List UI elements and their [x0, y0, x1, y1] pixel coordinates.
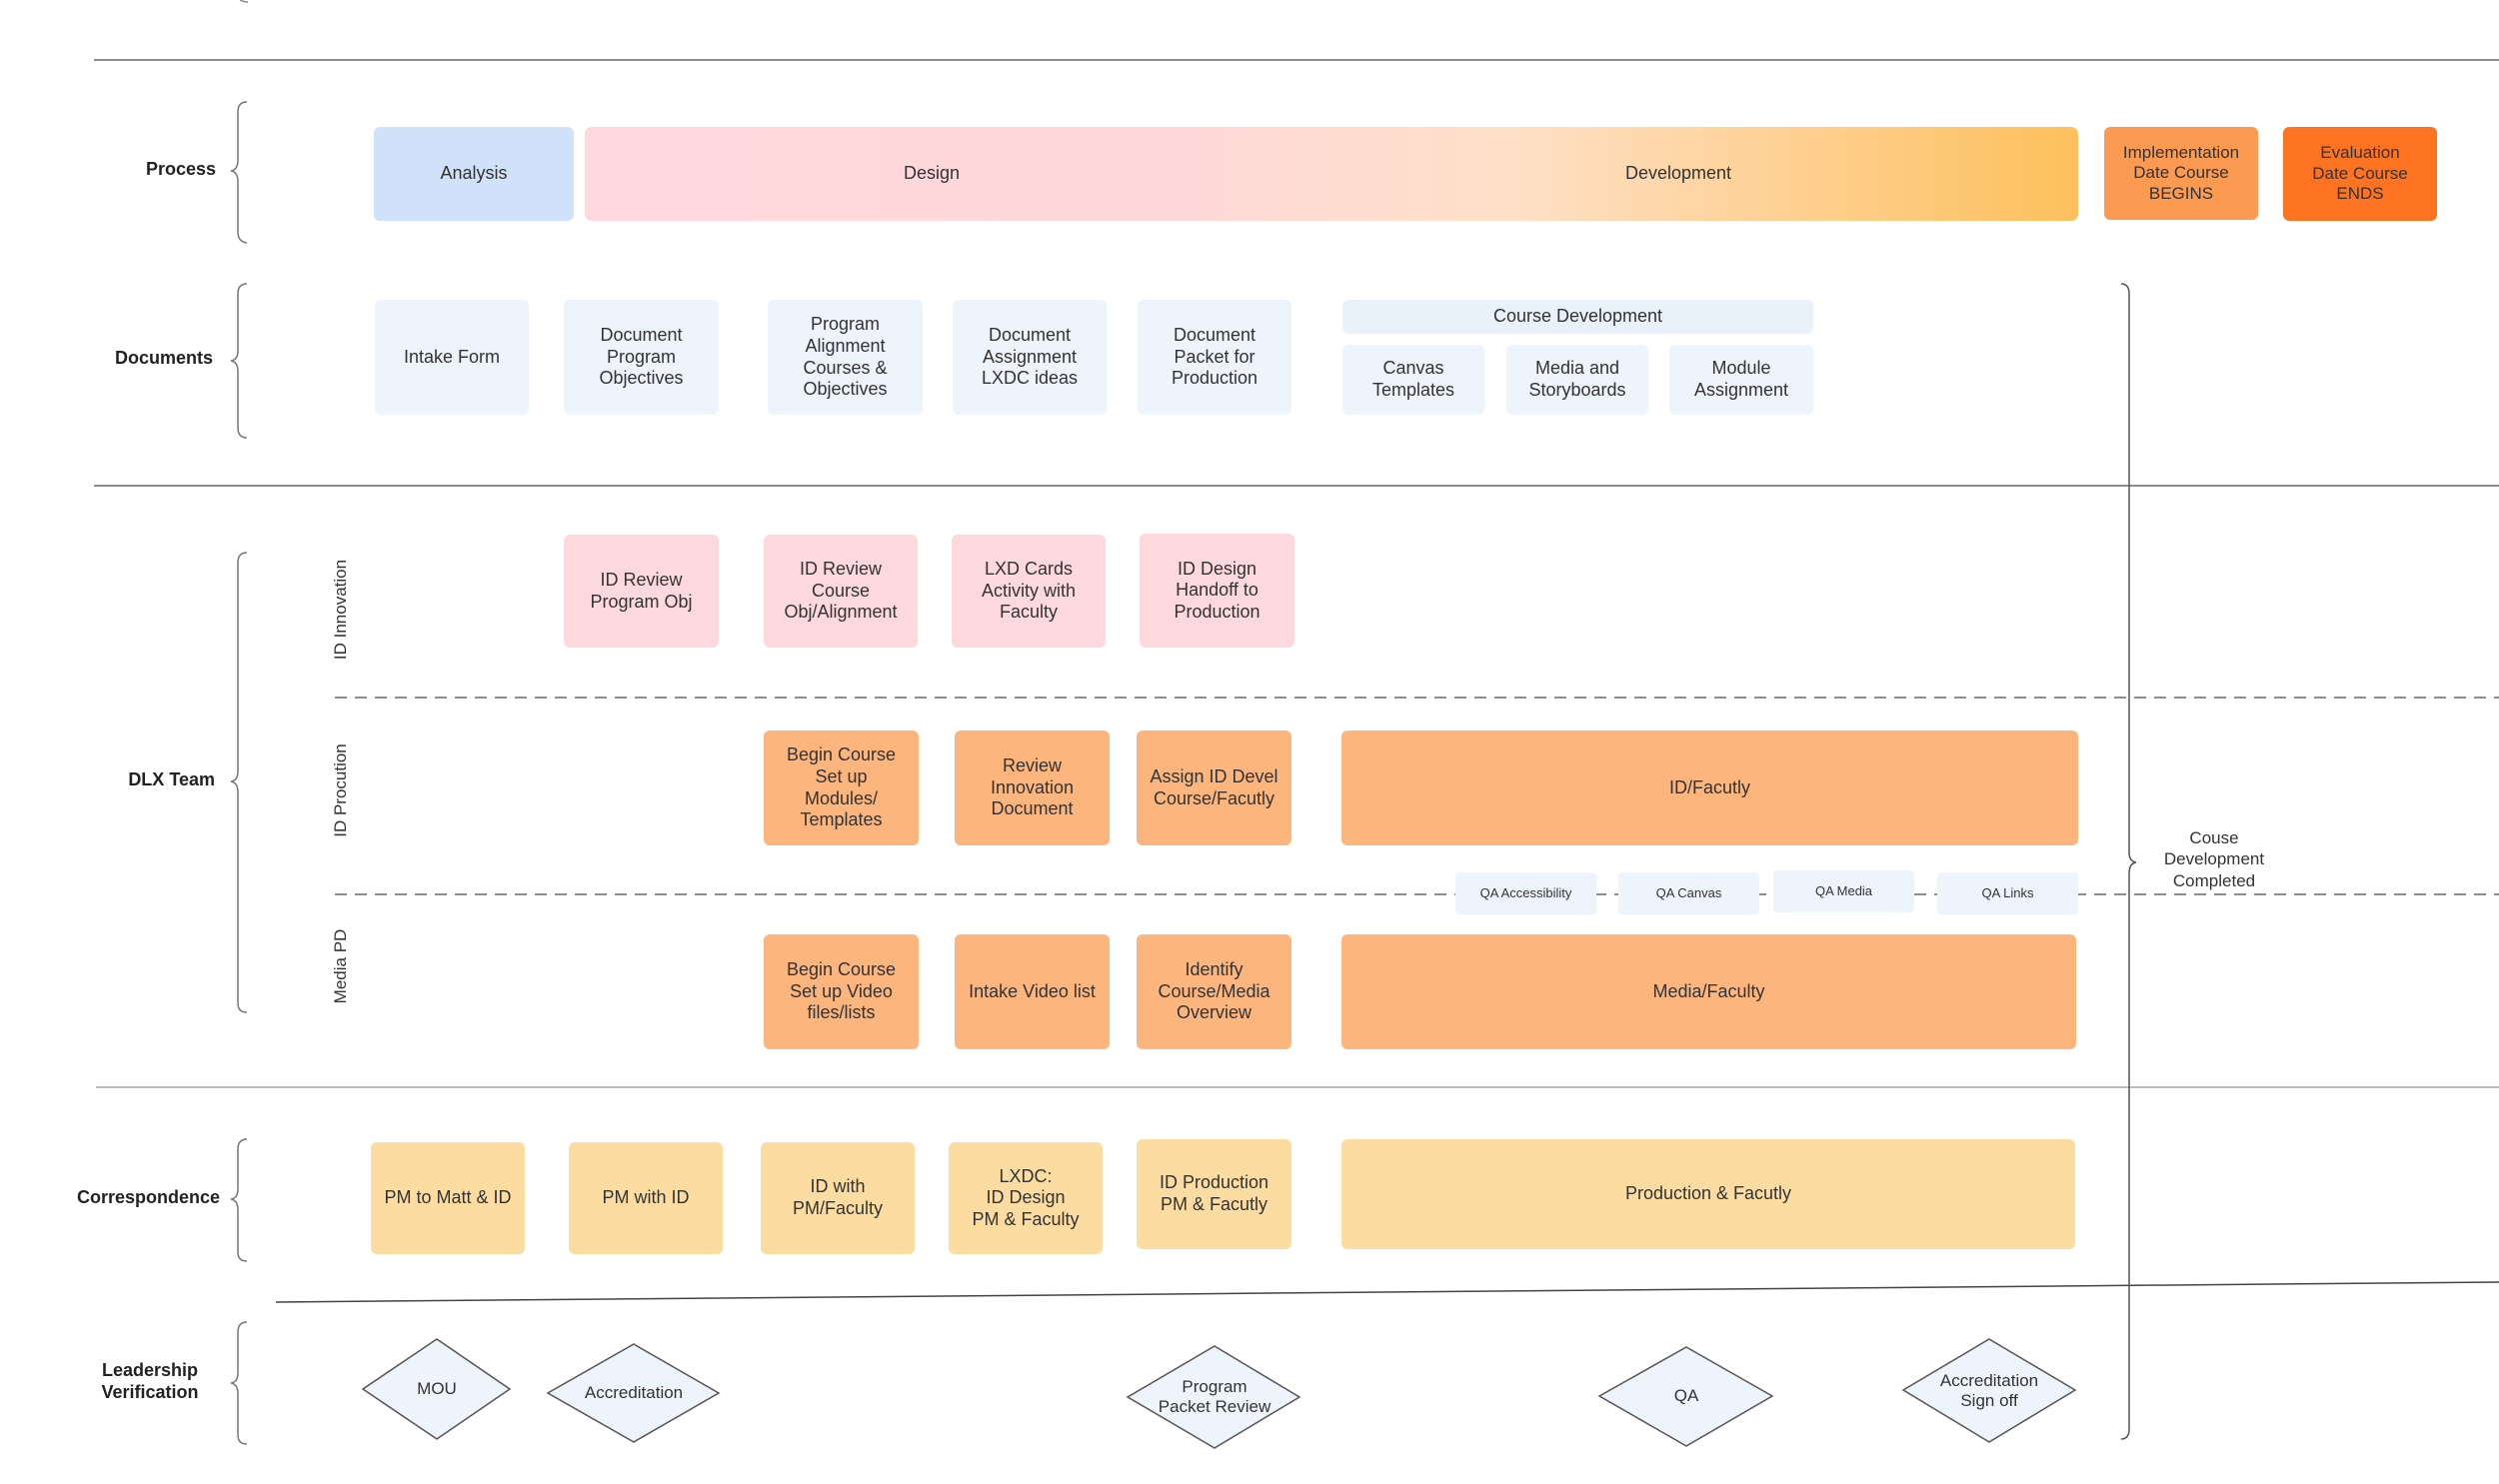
- production-begin-course-setup[interactable]: Begin Course Set up Modules/ Templates: [764, 731, 919, 845]
- qa-links[interactable]: QA Links: [1937, 872, 2078, 914]
- sublane-label-id-production: ID Procution: [331, 743, 350, 837]
- brace-correspondence: [230, 1138, 248, 1262]
- doc-course-development[interactable]: Course Development: [1342, 300, 1813, 334]
- innovation-review-course-obj[interactable]: ID Review Course Obj/Alignment: [764, 535, 918, 648]
- doc-packet-production[interactable]: Document Packet for Production: [1138, 300, 1291, 415]
- corr-lxdc[interactable]: LXDC: ID Design PM & Faculty: [949, 1142, 1103, 1254]
- separator-correspondence: [275, 1281, 2499, 1303]
- diamond-accreditation-signoff: [1901, 1338, 2077, 1443]
- leadership-accreditation-signoff[interactable]: Accreditation Sign off: [1939, 1370, 2039, 1410]
- diamond-accreditation: [546, 1343, 721, 1443]
- process-development[interactable]: Development: [1624, 163, 1732, 184]
- corr-pm-with-id[interactable]: PM with ID: [569, 1142, 723, 1254]
- corr-id-pm-faculty[interactable]: ID with PM/Faculty: [761, 1142, 915, 1254]
- design-development-bar: [585, 127, 2078, 221]
- doc-program-alignment[interactable]: Program Alignment Courses & Objectives: [768, 300, 923, 415]
- brace-completion: [2120, 283, 2137, 1440]
- doc-media-storyboards[interactable]: Media and Storyboards: [1506, 345, 1648, 415]
- process-implementation[interactable]: Implementation Date Course BEGINS: [2104, 127, 2258, 220]
- process-analysis[interactable]: Analysis: [374, 127, 574, 221]
- brace-documents: [230, 283, 248, 439]
- diamond-mou: [361, 1338, 512, 1440]
- diamond-program-packet: [1126, 1345, 1301, 1449]
- leadership-accreditation[interactable]: Accreditation: [584, 1382, 684, 1402]
- lane-label-correspondence: Correspondence: [76, 1187, 220, 1207]
- brace-dlx: [230, 552, 248, 1013]
- corr-production-faculty[interactable]: Production & Facutly: [1341, 1139, 2075, 1249]
- doc-module-assignment[interactable]: Module Assignment: [1669, 345, 1813, 415]
- media-begin-video[interactable]: Begin Course Set up Video files/lists: [764, 934, 919, 1049]
- doc-assignment-lxdc[interactable]: Document Assignment LXDC ideas: [953, 300, 1107, 415]
- production-assign-id-devel[interactable]: Assign ID Devel Course/Facutly: [1137, 731, 1291, 845]
- leadership-program-packet[interactable]: Program Packet Review: [1158, 1376, 1271, 1416]
- diamond-qa: [1597, 1346, 1774, 1447]
- qa-accessibility[interactable]: QA Accessibility: [1455, 872, 1596, 914]
- lane-label-dlx-team: DLX Team: [128, 769, 215, 789]
- brace-leadership: [230, 1321, 248, 1445]
- qa-canvas[interactable]: QA Canvas: [1618, 872, 1759, 914]
- production-id-faculty[interactable]: ID/Facutly: [1341, 731, 2078, 845]
- process-design[interactable]: Design: [903, 163, 961, 184]
- leadership-mou[interactable]: MOU: [417, 1378, 457, 1398]
- sublane-label-id-innovation: ID Innovation: [331, 559, 350, 661]
- corr-id-production[interactable]: ID Production PM & Facutly: [1137, 1139, 1291, 1249]
- brace-process: [230, 101, 248, 244]
- completion-note: Couse Development Completed: [2163, 828, 2265, 890]
- doc-intake-form[interactable]: Intake Form: [375, 300, 529, 415]
- lane-label-documents: Documents: [114, 348, 213, 368]
- innovation-lxd-cards[interactable]: LXD Cards Activity with Faculty: [952, 535, 1106, 648]
- innovation-review-program-obj[interactable]: ID Review Program Obj: [564, 535, 719, 648]
- process-evaluation[interactable]: Evaluation Date Course ENDS: [2283, 127, 2437, 221]
- production-review-innovation[interactable]: Review Innovation Document: [955, 731, 1110, 845]
- lane-label-leadership: Leadership Verification: [101, 1360, 199, 1402]
- leadership-qa[interactable]: QA: [1673, 1385, 1699, 1405]
- doc-program-objectives[interactable]: Document Program Objectives: [564, 300, 719, 415]
- innovation-design-handoff[interactable]: ID Design Handoff to Production: [1140, 534, 1294, 648]
- corr-pm-matt-id[interactable]: PM to Matt & ID: [371, 1142, 525, 1254]
- media-faculty[interactable]: Media/Faculty: [1341, 934, 2076, 1049]
- qa-media[interactable]: QA Media: [1773, 870, 1914, 912]
- lane-label-process: Process: [145, 159, 216, 179]
- sublane-label-media-pd: Media PD: [331, 928, 350, 1004]
- doc-canvas-templates[interactable]: Canvas Templates: [1342, 345, 1484, 415]
- media-identify-overview[interactable]: Identify Course/Media Overview: [1137, 934, 1291, 1049]
- media-intake-video[interactable]: Intake Video list: [955, 934, 1110, 1049]
